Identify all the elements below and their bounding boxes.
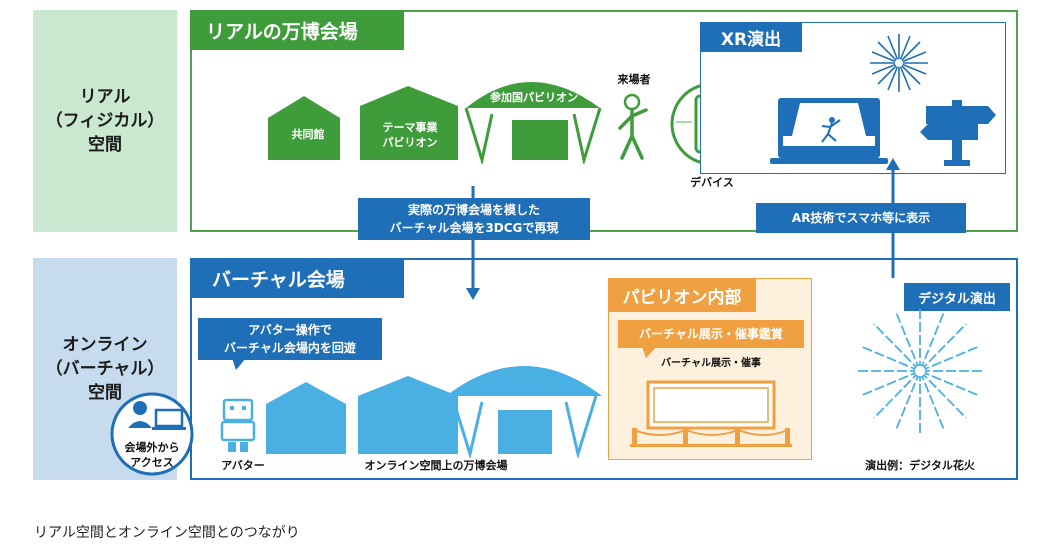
avatar-robot-icon bbox=[220, 398, 256, 452]
avatar-bubble: アバター操作で バーチャル会場内を回遊 bbox=[198, 318, 382, 360]
device-label: デバイス bbox=[690, 176, 734, 189]
fireworks-icon bbox=[870, 34, 928, 92]
shared-pavilion-building bbox=[268, 96, 340, 160]
visitor-label: 来場者 bbox=[617, 73, 651, 86]
virtual-venue-title: バーチャル会場 bbox=[190, 258, 404, 298]
country-pavilion-dome bbox=[466, 82, 600, 108]
country-pavilion-building bbox=[512, 120, 568, 160]
real-row-label-bg bbox=[33, 10, 177, 232]
outside-access-icon bbox=[110, 392, 194, 476]
virtual-venue-caption: オンライン空間上の万博会場 bbox=[364, 459, 508, 472]
real-row-label: リアル （フィジカル） 空間 bbox=[45, 87, 165, 155]
avatar-bubble-tail bbox=[232, 358, 246, 370]
figure-caption: リアル空間とオンライン空間とのつながり bbox=[34, 525, 300, 541]
avatar-label: アバター bbox=[221, 459, 265, 472]
real-buildings-svg bbox=[268, 82, 602, 164]
pavilion-bubble-tail bbox=[642, 347, 656, 358]
country-pavilion-label: 参加国パビリオン bbox=[490, 91, 578, 104]
laptop-stage-icon bbox=[770, 98, 888, 164]
pavilion-stage-label: バーチャル展示・催事 bbox=[661, 358, 761, 369]
virtual-venue-panel bbox=[190, 258, 1018, 480]
theme-pavilion-building bbox=[360, 86, 458, 160]
signpost-icon bbox=[920, 100, 996, 166]
up-arrow-label: AR技術でスマホ等に表示 bbox=[756, 203, 966, 233]
shared-pavilion-label: 共同館 bbox=[291, 128, 325, 141]
down-arrow-label: 実際の万博会場を模した バーチャル会場を3DCGで再現 bbox=[358, 198, 590, 240]
digital-effect-title: デジタル演出 bbox=[904, 283, 1010, 311]
real-venue-title: リアルの万博会場 bbox=[190, 10, 404, 50]
visitor-icon bbox=[618, 93, 648, 160]
stage-frame-icon bbox=[630, 380, 792, 447]
pavilion-interior-title: パビリオン内部 bbox=[608, 278, 756, 312]
online-row-label: オンライン （バーチャル） 空間 bbox=[45, 335, 165, 403]
theme-pavilion-label: テーマ事業 パビリオン bbox=[382, 121, 438, 149]
xr-title: XR演出 bbox=[700, 22, 802, 52]
pavilion-bubble: バーチャル展示・催事鑑賞 bbox=[618, 320, 804, 348]
outside-access-label: 会場外から アクセス bbox=[124, 441, 180, 469]
digital-effect-caption: 演出例：デジタル花火 bbox=[865, 459, 975, 472]
digital-fireworks-icon bbox=[856, 308, 984, 434]
virtual-buildings-svg bbox=[266, 366, 602, 458]
